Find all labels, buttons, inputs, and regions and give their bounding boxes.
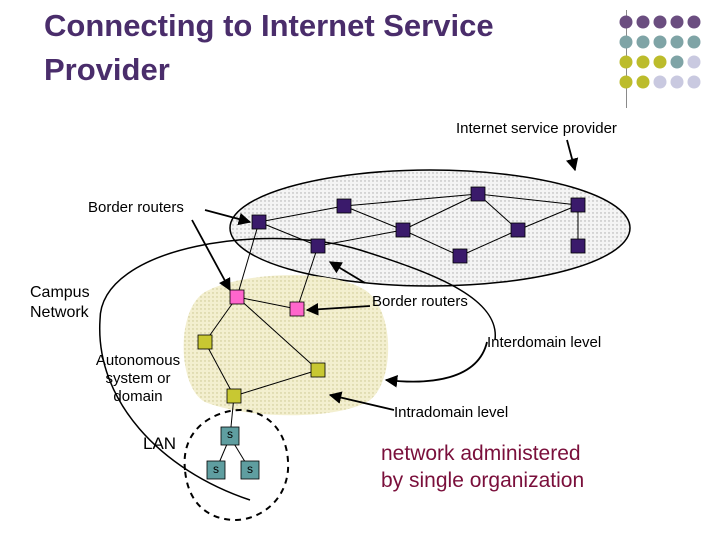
border-router <box>289 301 305 317</box>
isp-router <box>310 238 326 254</box>
campus-line-2: Network <box>30 304 89 321</box>
decorative-dot <box>653 55 667 69</box>
decorative-dot <box>619 35 633 49</box>
border-router <box>229 289 245 305</box>
as-line-2: system or <box>105 370 171 387</box>
admin-line-2: by single organization <box>381 469 585 492</box>
isp-region <box>229 169 631 287</box>
label-lan: LAN <box>143 434 177 453</box>
decorative-dot <box>619 75 633 89</box>
servers <box>206 426 260 480</box>
server-label: s <box>227 427 233 441</box>
decorative-dot <box>619 15 633 29</box>
isp-router <box>510 222 526 238</box>
as-line-3: domain <box>113 388 163 405</box>
label-campus-network: Campus Network <box>30 283 90 323</box>
as-line-1: Autonomous <box>95 352 181 369</box>
label-isp: Internet service provider <box>456 120 617 137</box>
decorative-dot <box>653 15 667 29</box>
decorative-dot <box>687 15 701 29</box>
label-network-administered: network administered by single organizat… <box>381 440 584 494</box>
server-label: s <box>213 462 219 476</box>
isp-routers <box>251 186 586 264</box>
decorative-dot <box>670 55 684 69</box>
label-border-routers-top: Border routers <box>88 199 184 216</box>
decorative-dot <box>670 35 684 49</box>
admin-line-1: network administered <box>381 442 581 465</box>
campus-region <box>99 237 496 341</box>
server-label: s <box>247 462 253 476</box>
decorative-dot <box>636 35 650 49</box>
isp-router <box>251 214 267 230</box>
label-interdomain: Interdomain level <box>487 334 602 351</box>
label-intradomain: Intradomain level <box>394 404 509 421</box>
isp-router <box>395 222 411 238</box>
decorative-dot <box>653 35 667 49</box>
decorative-dot <box>670 75 684 89</box>
campus-border-routers <box>229 289 305 317</box>
isp-router <box>470 186 486 202</box>
decorative-dot <box>636 15 650 29</box>
server-node <box>220 426 240 446</box>
decorative-dot <box>670 15 684 29</box>
server-node <box>240 460 260 480</box>
decorative-dot <box>687 55 701 69</box>
decorative-dot-grid <box>619 15 701 89</box>
isp-router <box>570 238 586 254</box>
label-border-routers-mid: Border routers <box>372 293 468 310</box>
server-node <box>206 460 226 480</box>
pointer-arrows <box>191 139 579 411</box>
as-router <box>197 334 213 350</box>
autonomous-system-region <box>183 275 389 416</box>
campus-links <box>204 221 319 471</box>
label-autonomous-system: Autonomous system or domain <box>84 352 192 406</box>
campus-line-1: Campus <box>30 284 90 301</box>
decorative-dot <box>619 55 633 69</box>
as-router <box>310 362 326 378</box>
isp-router <box>452 248 468 264</box>
decorative-dot <box>636 75 650 89</box>
decorative-dot <box>687 75 701 89</box>
decorative-dot <box>636 55 650 69</box>
lan-boundary <box>183 408 290 522</box>
as-routers <box>197 334 326 404</box>
decorative-dot <box>687 35 701 49</box>
page-title: Connecting to Internet Service Provider <box>44 8 494 87</box>
decorative-dot <box>653 75 667 89</box>
isp-router <box>336 198 352 214</box>
isp-router <box>570 197 586 213</box>
as-router <box>226 388 242 404</box>
